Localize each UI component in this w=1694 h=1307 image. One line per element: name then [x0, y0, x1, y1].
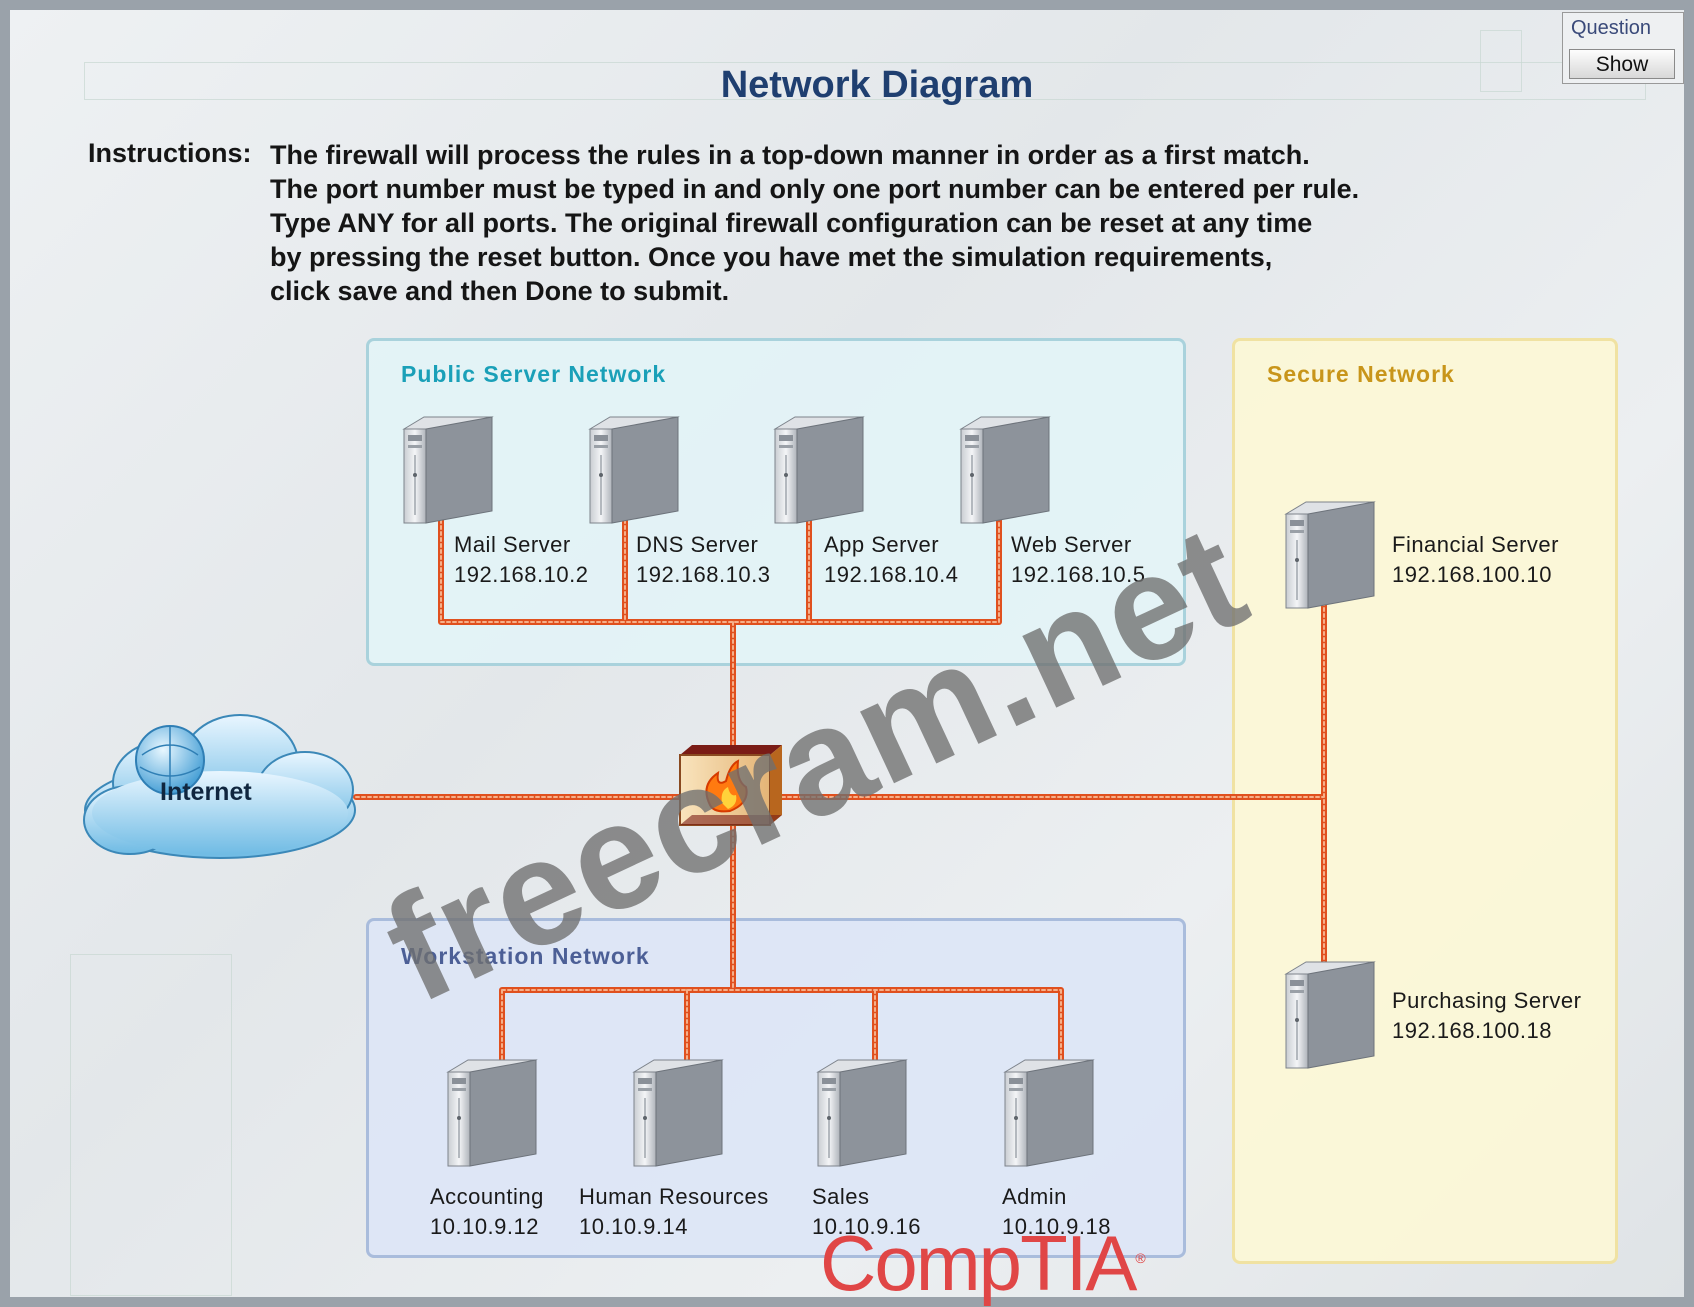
server-name: DNS Server [636, 532, 759, 557]
instructions-line: by pressing the reset button. Once you h… [270, 242, 1273, 272]
dns-server-label: DNS Server 192.168.10.3 [636, 530, 770, 590]
comptia-logo: CompTIA® [820, 1218, 1146, 1307]
question-panel: Question Show [1562, 12, 1684, 84]
decorative-frame [1480, 30, 1522, 92]
app-server-icon [773, 416, 865, 524]
human-resources-pc-icon [632, 1059, 724, 1167]
human-resources-label: Human Resources 10.10.9.14 [579, 1182, 769, 1242]
server-ip: 192.168.10.4 [824, 562, 959, 587]
server-name: Purchasing Server [1392, 988, 1582, 1013]
accounting-label: Accounting 10.10.9.12 [430, 1182, 544, 1242]
secure-network-title: Secure Network [1267, 361, 1455, 387]
instructions-line: Type ANY for all ports. The original fir… [270, 208, 1313, 238]
purchasing-server-label: Purchasing Server 192.168.100.18 [1392, 986, 1581, 1046]
workstation-name: Human Resources [579, 1184, 769, 1209]
purchasing-server-icon [1284, 961, 1376, 1069]
secure-network-panel: Secure Network [1232, 338, 1618, 1264]
sales-label: Sales 10.10.9.16 [812, 1182, 921, 1242]
mail-server-icon [402, 416, 494, 524]
workstation-ip: 10.10.9.14 [579, 1214, 688, 1239]
instructions-line: The port number must be typed in and onl… [270, 174, 1360, 204]
mail-server-label: Mail Server 192.168.10.2 [454, 530, 588, 590]
admin-label: Admin 10.10.9.18 [1002, 1182, 1111, 1242]
accounting-pc-icon [446, 1059, 538, 1167]
instructions-line: click save and then Done to submit. [270, 276, 730, 306]
decorative-frame [70, 954, 232, 1296]
show-question-button[interactable]: Show [1569, 49, 1675, 79]
workstation-name: Sales [812, 1184, 870, 1209]
server-ip: 192.168.100.18 [1392, 1018, 1552, 1043]
public-network-title: Public Server Network [401, 361, 667, 387]
server-ip: 192.168.10.5 [1011, 562, 1146, 587]
web-server-label: Web Server 192.168.10.5 [1011, 530, 1145, 590]
public-server-network-panel: Public Server Network [366, 338, 1186, 666]
web-server-icon [959, 416, 1051, 524]
page-title: Network Diagram [720, 64, 1034, 106]
internet-label: Internet [160, 778, 252, 806]
server-name: Mail Server [454, 532, 571, 557]
app-server-label: App Server 192.168.10.4 [824, 530, 958, 590]
admin-pc-icon [1003, 1059, 1095, 1167]
logo-mark: ® [1135, 1250, 1145, 1266]
server-name: Financial Server [1392, 532, 1559, 557]
workstation-ip: 10.10.9.12 [430, 1214, 539, 1239]
workstation-network-title: Workstation Network [401, 943, 650, 969]
question-label: Question [1571, 17, 1652, 39]
firewall-icon [679, 745, 782, 826]
internet-cloud-icon [83, 714, 356, 859]
workstation-ip: 10.10.9.18 [1002, 1214, 1111, 1239]
server-name: App Server [824, 532, 940, 557]
server-ip: 192.168.100.10 [1392, 562, 1552, 587]
financial-server-label: Financial Server 192.168.100.10 [1392, 530, 1559, 590]
dns-server-icon [588, 416, 680, 524]
workstation-ip: 10.10.9.16 [812, 1214, 921, 1239]
server-name: Web Server [1011, 532, 1132, 557]
logo-text: CompTIA [820, 1219, 1137, 1307]
workstation-name: Accounting [430, 1184, 544, 1209]
instructions-line: The firewall will process the rules in a… [270, 140, 1310, 170]
financial-server-icon [1284, 501, 1376, 609]
server-ip: 192.168.10.2 [454, 562, 589, 587]
workstation-name: Admin [1002, 1184, 1067, 1209]
instructions-label: Instructions: [88, 138, 252, 168]
server-ip: 192.168.10.3 [636, 562, 771, 587]
sales-pc-icon [816, 1059, 908, 1167]
instructions-text: The firewall will process the rules in a… [270, 138, 1510, 308]
